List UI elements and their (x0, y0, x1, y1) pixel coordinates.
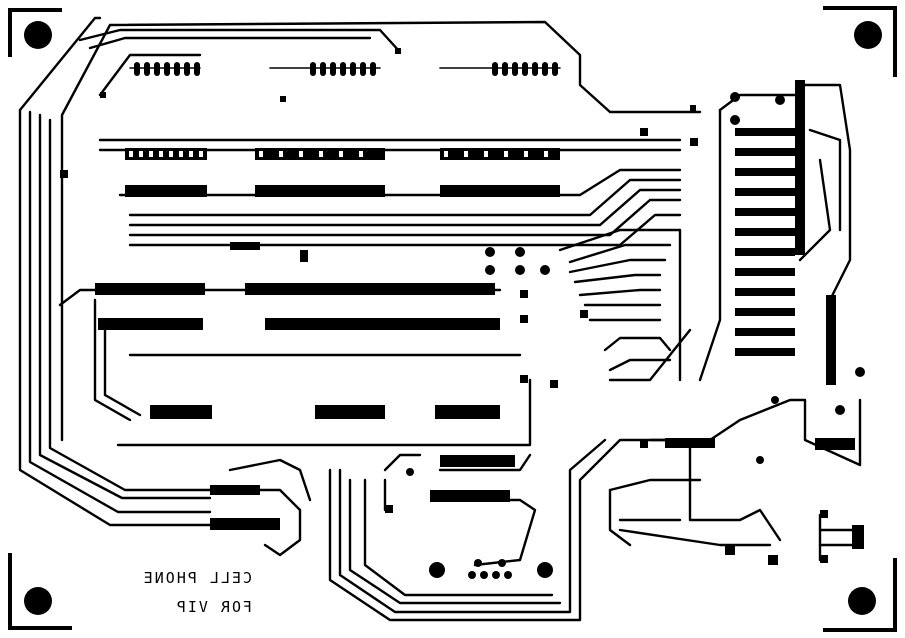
connector-right (698, 80, 852, 385)
ic-row-lower (58, 283, 532, 447)
signal-bus (558, 228, 692, 382)
silkscreen-label: CELL PHONE FOR VIP (142, 569, 252, 616)
bottom-traces (208, 438, 692, 622)
ic-row-middle (98, 138, 682, 247)
ic-row-top (129, 62, 561, 76)
vias (60, 48, 828, 563)
corner-marks (8, 6, 897, 632)
silk-line-1: CELL PHONE (142, 569, 252, 587)
mounting-holes (24, 21, 882, 615)
outer-traces-left (18, 16, 702, 527)
silk-line-2: FOR VIP (175, 598, 252, 616)
bottom-right-cluster (608, 92, 865, 565)
